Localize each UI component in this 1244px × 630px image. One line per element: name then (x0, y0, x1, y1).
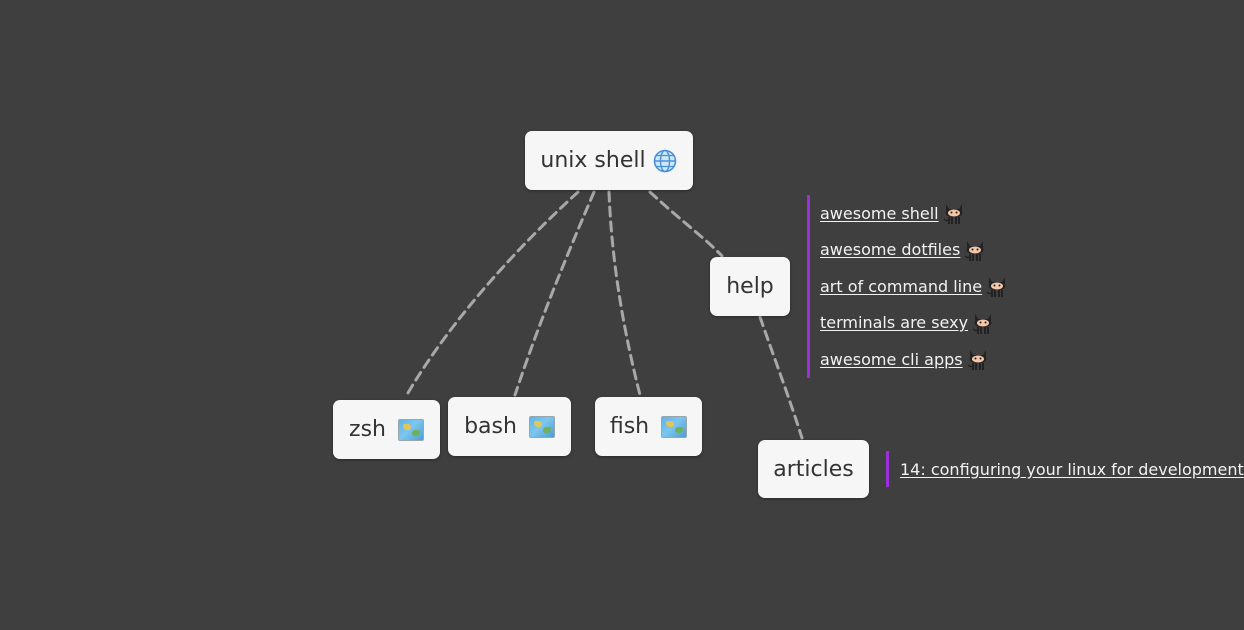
globe-icon (653, 149, 676, 172)
link-item: terminals are sexy (820, 305, 1010, 342)
link-item: art of command line (820, 268, 1010, 305)
github-octocat-icon (986, 277, 1006, 298)
link-awesome-shell[interactable]: awesome shell (820, 203, 939, 223)
edge-root-fish (607, 190, 642, 397)
node-articles[interactable]: articles (758, 440, 869, 498)
node-help-label: help (726, 274, 774, 299)
link-item: awesome dotfiles (820, 232, 1010, 269)
node-help[interactable]: help (710, 257, 790, 316)
github-octocat-icon (972, 313, 992, 334)
github-octocat-icon (967, 350, 986, 371)
link-item: awesome shell (820, 195, 1010, 232)
link-art-of-command-line[interactable]: art of command line (820, 276, 983, 296)
link-item: awesome cli apps (820, 341, 1010, 378)
help-link-list: awesome shell awesome dotfiles art of co… (807, 195, 1010, 378)
node-zsh[interactable]: zsh (333, 400, 440, 459)
world-map-icon (397, 418, 424, 441)
world-map-icon (661, 415, 688, 438)
edge-root-bash (513, 190, 596, 397)
root-node-label: unix shell (540, 148, 646, 173)
github-octocat-icon (943, 204, 962, 225)
edge-help-articles (758, 315, 804, 440)
link-article-14[interactable]: 14: configuring your linux for developme… (900, 459, 1244, 479)
node-bash-label: bash (464, 414, 517, 439)
world-map-icon (528, 415, 555, 438)
github-octocat-icon (964, 240, 984, 261)
articles-link-list: 14: configuring your linux for developme… (886, 451, 1244, 487)
node-fish[interactable]: fish (595, 397, 702, 456)
mindmap-edges (403, 190, 804, 440)
edge-root-help (648, 190, 724, 258)
root-node-unix-shell[interactable]: unix shell (525, 131, 693, 190)
node-bash[interactable]: bash (448, 397, 571, 456)
edge-root-zsh (403, 190, 580, 400)
link-awesome-cli-apps[interactable]: awesome cli apps (820, 349, 963, 369)
link-terminals-are-sexy[interactable]: terminals are sexy (820, 313, 969, 333)
node-fish-label: fish (609, 414, 650, 439)
link-awesome-dotfiles[interactable]: awesome dotfiles (820, 240, 961, 260)
node-articles-label: articles (773, 456, 854, 482)
node-zsh-label: zsh (349, 417, 386, 442)
